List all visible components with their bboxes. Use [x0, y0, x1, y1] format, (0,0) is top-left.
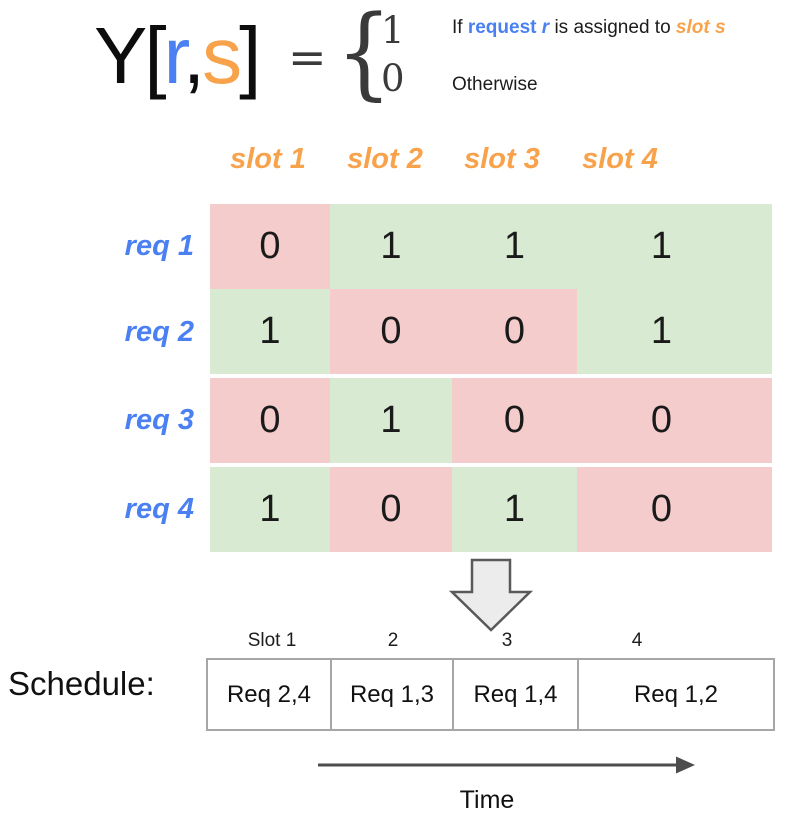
matrix-cell: 0: [210, 204, 330, 289]
condition-slot-symbol: slot s: [675, 17, 726, 38]
condition-r-symbol: r: [536, 17, 550, 38]
matrix-cell: 1: [577, 204, 772, 289]
row-header-req-3: req 3: [124, 404, 194, 436]
schedule-slot-3-label: 3: [501, 630, 513, 651]
col-header-slot-3: slot 3: [464, 143, 540, 175]
time-axis-arrow-icon: [318, 756, 695, 774]
cases-brace-icon: {: [336, 0, 393, 112]
row-header-req-1: req 1: [124, 230, 194, 262]
condition-assigned-text: is assigned to: [549, 17, 676, 38]
case-one-value: 1: [381, 9, 405, 52]
schedule-slot-4-entry: Req 1,2: [577, 658, 775, 731]
formula-index-r: r: [163, 11, 186, 100]
matrix-row: 1 0 1 0: [210, 467, 772, 552]
schedule-slot-1-entry: Req 2,4: [206, 658, 332, 731]
assignment-matrix-grid: 0 1 1 1 1 0 0 1 0 1 0 0 1 0 1 0: [210, 204, 772, 552]
matrix-cell: 0: [577, 378, 772, 463]
matrix-cell: 1: [330, 378, 452, 463]
col-header-slot-1: slot 1: [230, 143, 306, 175]
schedule-slot-2-label: 2: [387, 630, 399, 651]
matrix-cell: 0: [577, 467, 772, 552]
formula-lhs: Y[r,s]: [94, 6, 261, 106]
matrix-cell: 0: [330, 289, 452, 374]
condition-request-word: request: [467, 17, 537, 38]
formula-index-s: s: [202, 11, 242, 100]
col-header-slot-4: slot 4: [582, 143, 658, 175]
schedule-slot-4-label: 4: [631, 630, 643, 651]
equals-sign: =: [288, 30, 327, 84]
time-axis-label: Time: [459, 786, 515, 814]
matrix-cell: 0: [330, 467, 452, 552]
matrix-row: 0 1 0 0: [210, 378, 772, 463]
matrix-cell: 1: [452, 467, 577, 552]
matrix-cell: 1: [577, 289, 772, 374]
matrix-cell: 1: [452, 204, 577, 289]
formula-variable: Y[: [94, 11, 167, 100]
matrix-cell: 1: [210, 467, 330, 552]
schedule-strip: Req 2,4 Req 1,3 Req 1,4 Req 1,2: [206, 658, 775, 731]
matrix-cell: 1: [210, 289, 330, 374]
matrix-cell: 0: [452, 378, 577, 463]
row-header-req-2: req 2: [124, 316, 194, 348]
condition-if-text: If: [452, 17, 468, 38]
schedule-slot-3-entry: Req 1,4: [452, 658, 579, 731]
matrix-cell: 1: [330, 204, 452, 289]
schedule-label: Schedule:: [8, 665, 155, 702]
schedule-slot-1-label: Slot 1: [247, 630, 297, 651]
col-header-slot-2: slot 2: [347, 143, 423, 175]
formula-bracket-close: ]: [239, 11, 261, 100]
matrix-row: 1 0 0 1: [210, 289, 772, 374]
matrix-cell: 0: [210, 378, 330, 463]
formula-comma: ,: [182, 11, 205, 100]
case-zero-condition: Otherwise: [452, 74, 538, 95]
case-zero-value: 0: [381, 57, 405, 100]
row-header-req-4: req 4: [124, 493, 194, 525]
matrix-cell: 0: [452, 289, 577, 374]
matrix-row: 0 1 1 1: [210, 204, 772, 289]
case-one-condition: If request r is assigned to slot s: [452, 17, 726, 39]
block-arrow-down-icon: [448, 558, 534, 632]
schedule-slot-2-entry: Req 1,3: [330, 658, 454, 731]
